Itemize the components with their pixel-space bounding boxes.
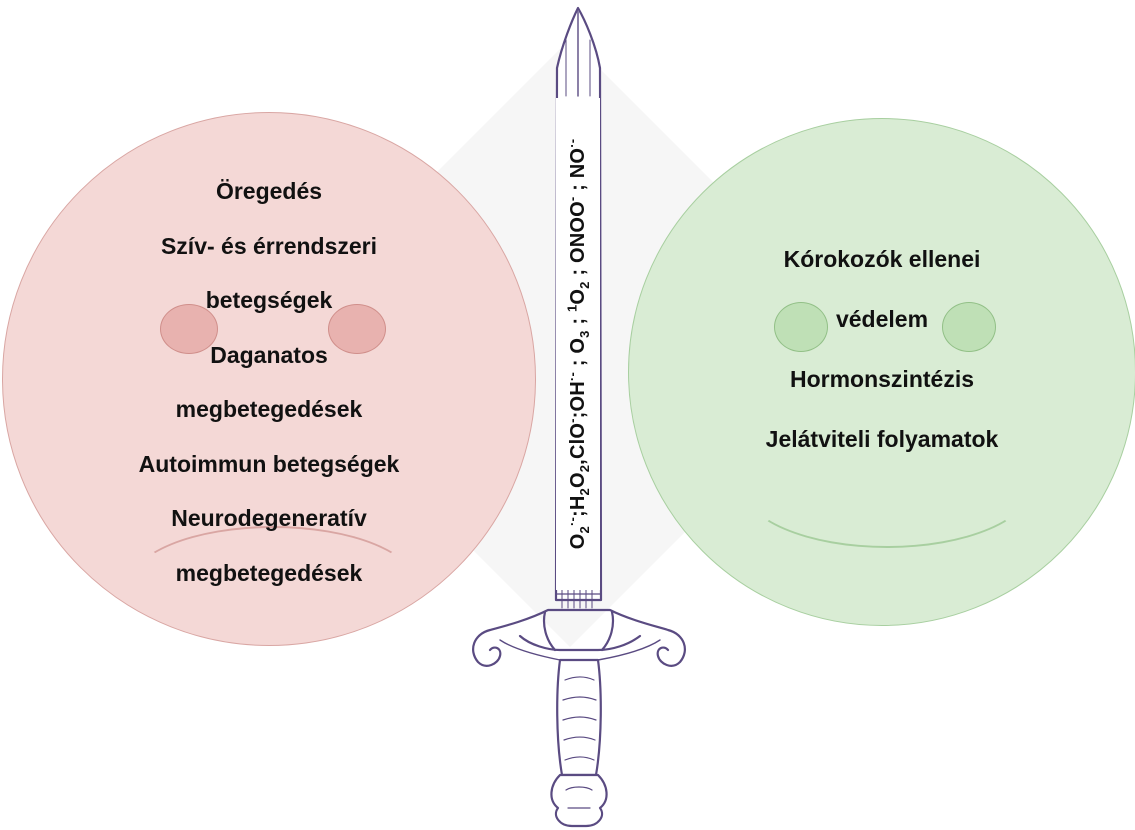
reactive-species-formula: O2·-;H2O2,ClO-;OH·- ; O3 ; 1O2 ; ONOO- ;… — [564, 139, 592, 550]
ozone: O3 — [567, 330, 589, 353]
harm-item: Autoimmun betegségek — [3, 437, 535, 492]
singlet-oxygen: 1O2 — [567, 281, 589, 312]
harm-item: megbetegedések — [3, 382, 535, 437]
peroxynitrite: ONOO- — [567, 197, 589, 263]
beneficial-effects-list: Kórokozók ellenei védelem Hormonszintézi… — [629, 229, 1135, 469]
hydroxyl-radical: OH·- — [567, 372, 589, 411]
harm-item: Daganatos — [3, 328, 535, 383]
sad-face-icon: Öregedés Szív- és érrendszeri betegségek… — [2, 112, 536, 646]
blade-label: O2·-;H2O2,ClO-;OH·- ; O3 ; 1O2 ; ONOO- ;… — [556, 98, 600, 590]
benefit-item: Hormonszintézis — [629, 349, 1135, 409]
o2-radical: O2·- — [567, 517, 589, 549]
happy-face-icon: Kórokozók ellenei védelem Hormonszintézi… — [628, 118, 1135, 626]
harm-item: megbetegedések — [3, 546, 535, 601]
hydrogen-peroxide: H2O2 — [567, 465, 589, 510]
harmful-effects-list: Öregedés Szív- és érrendszeri betegségek… — [3, 164, 535, 600]
nitric-oxide: NO·- — [567, 139, 589, 178]
harm-item: Neurodegeneratív — [3, 491, 535, 546]
benefit-item: Kórokozók ellenei — [629, 229, 1135, 289]
harm-item: Szív- és érrendszeri — [3, 219, 535, 274]
harm-item: Öregedés — [3, 164, 535, 219]
harm-item: betegségek — [3, 273, 535, 328]
benefit-item: védelem — [629, 289, 1135, 349]
benefit-item: Jelátviteli folyamatok — [629, 409, 1135, 469]
hypochlorite: ClO- — [567, 418, 589, 459]
